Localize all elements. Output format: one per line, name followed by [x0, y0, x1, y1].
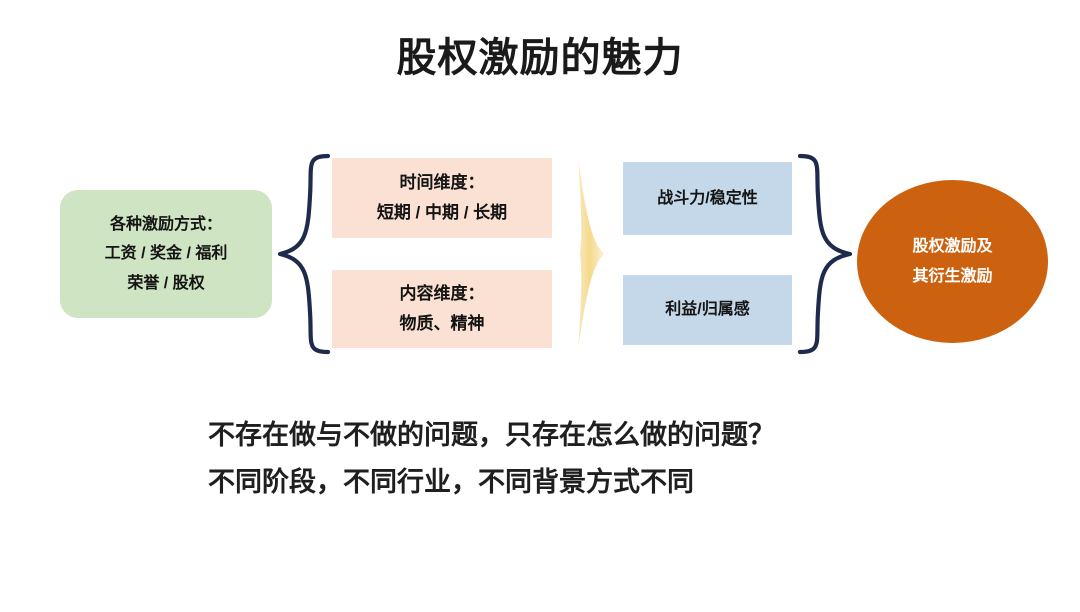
- node-line: 各种激励方式：: [109, 215, 222, 233]
- node-content-dimension: 内容维度： 物质、精神: [332, 270, 552, 348]
- node-line: 其衍生激励: [912, 267, 993, 285]
- right-brace-icon: [797, 153, 853, 355]
- node-incentive-methods: 各种激励方式： 工资 / 奖金 / 福利 荣誉 / 股权: [60, 190, 272, 318]
- node-line: 战斗力/稳定性: [657, 189, 758, 207]
- caption-line: 不存在做与不做的问题，只存在怎么做的问题？: [208, 420, 775, 450]
- arrow-icon: [578, 158, 604, 350]
- node-benefit-belonging: 利益/归属感: [623, 275, 792, 345]
- node-combat-stability: 战斗力/稳定性: [623, 162, 792, 235]
- node-line: 利益/归属感: [665, 301, 750, 319]
- left-brace-icon: [277, 153, 331, 355]
- node-line: 股权激励及: [912, 237, 993, 255]
- caption-block: 不存在做与不做的问题，只存在怎么做的问题？ 不同阶段，不同行业，不同背景方式不同: [150, 412, 950, 507]
- node-line: 内容维度：: [399, 284, 485, 304]
- node-equity-incentive-result: 股权激励及 其衍生激励: [857, 180, 1048, 343]
- node-time-dimension: 时间维度： 短期 / 中期 / 长期: [332, 158, 552, 238]
- node-line: 荣誉 / 股权: [127, 274, 205, 292]
- node-line: 时间维度：: [399, 173, 485, 193]
- node-line: 工资 / 奖金 / 福利: [104, 245, 228, 263]
- page-title: 股权激励的魅力: [396, 36, 684, 80]
- caption-line: 不同阶段，不同行业，不同背景方式不同: [208, 467, 694, 498]
- node-line: 短期 / 中期 / 长期: [376, 203, 508, 222]
- node-line: 物质、精神: [399, 314, 485, 333]
